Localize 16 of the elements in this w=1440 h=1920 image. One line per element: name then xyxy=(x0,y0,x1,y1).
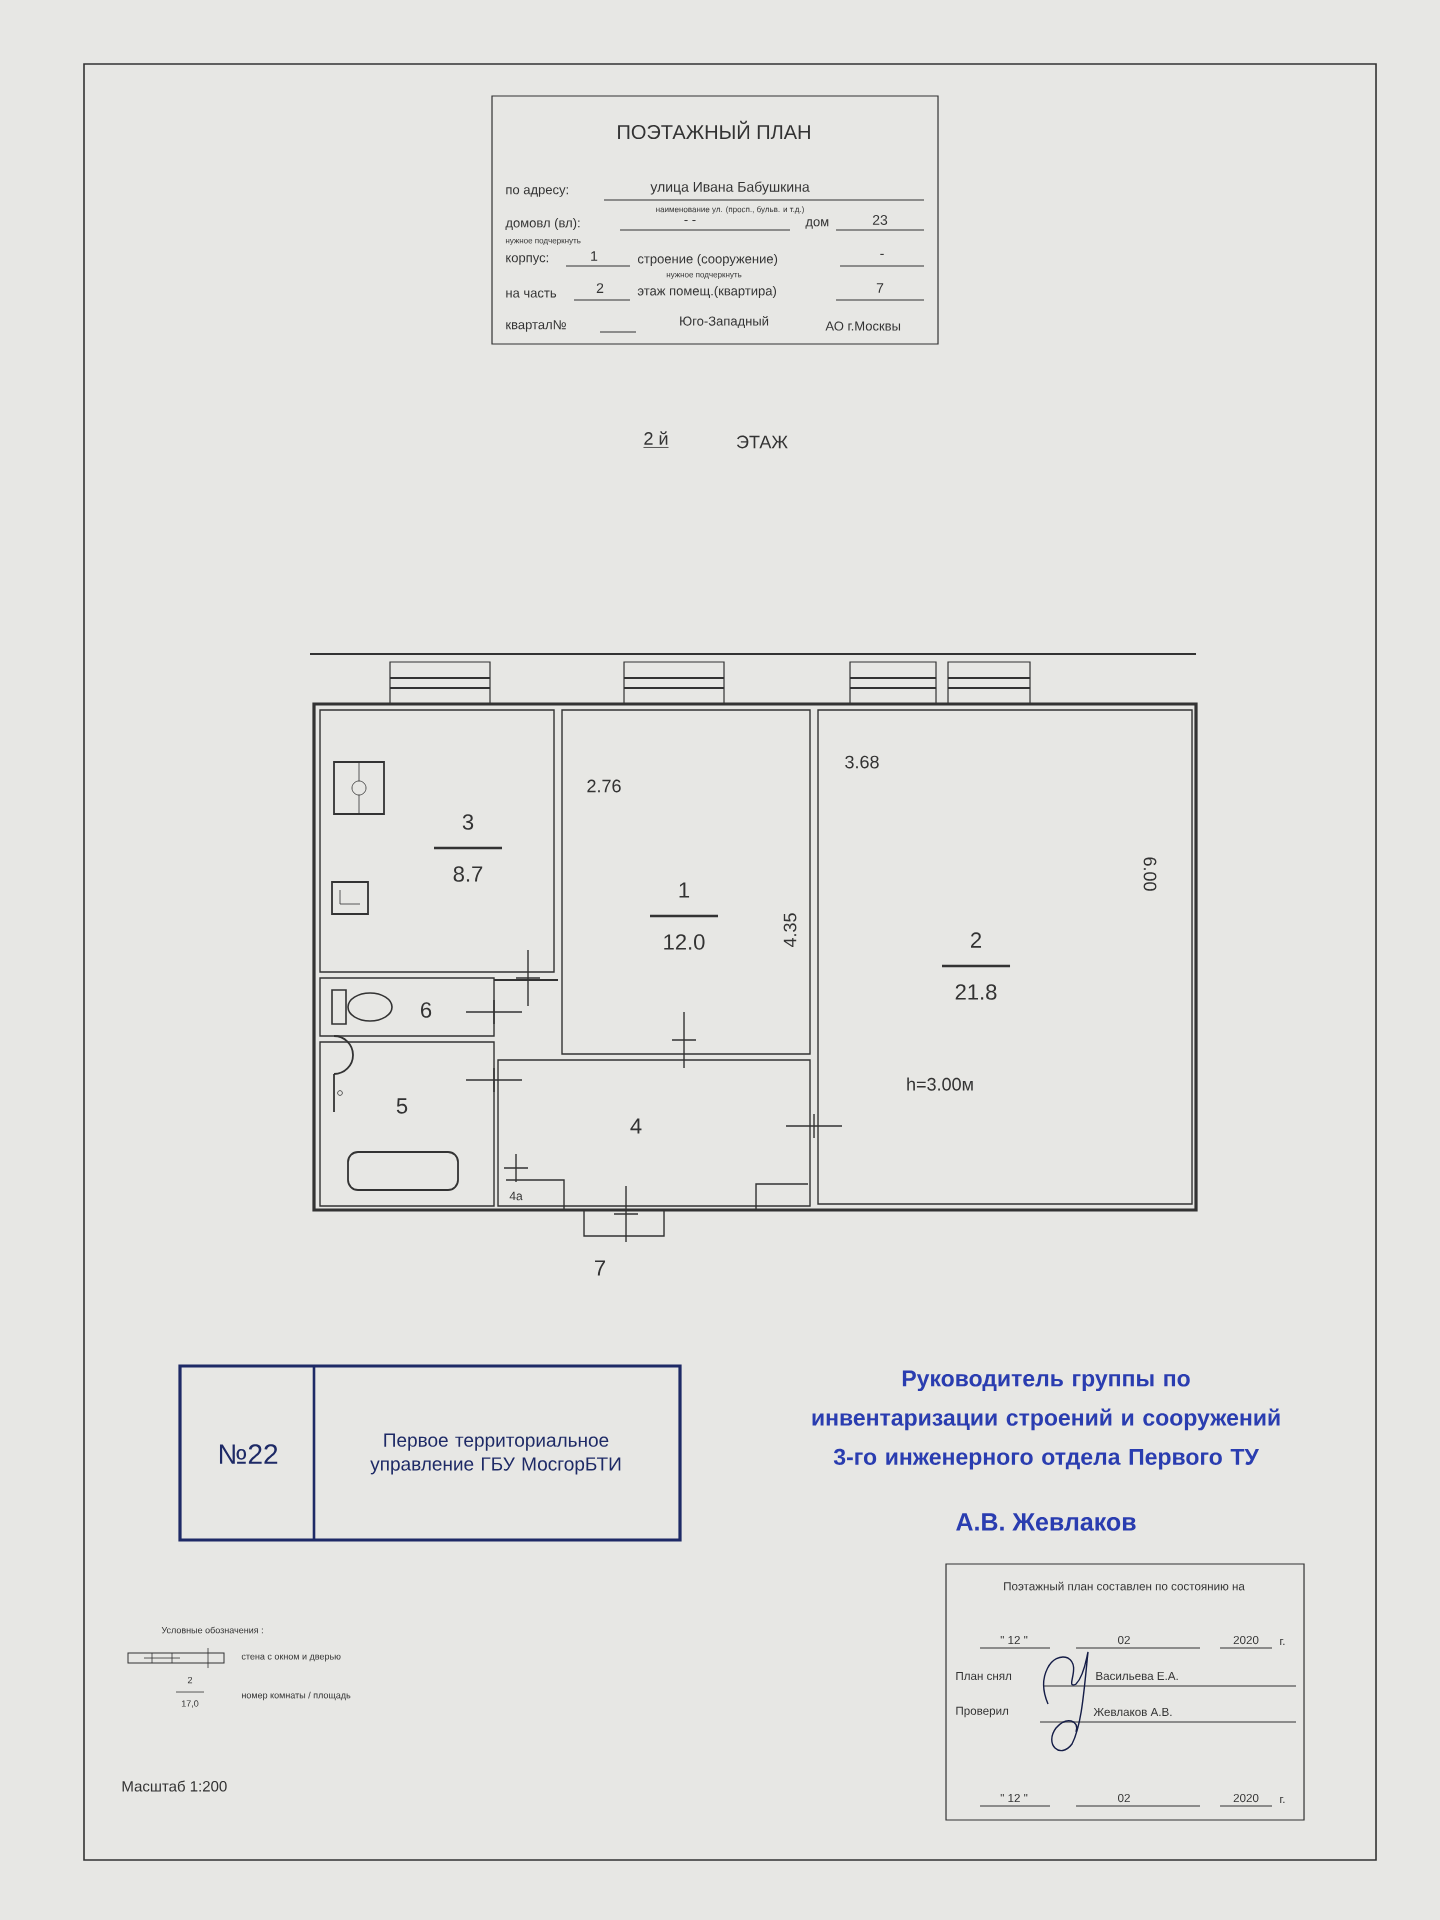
dimension-text: 2.76 xyxy=(587,779,621,793)
room: 6 xyxy=(319,977,495,1037)
dimension-text: 3.68 xyxy=(845,755,879,769)
room: 3 8.7 xyxy=(319,709,555,973)
room-number: 7 xyxy=(595,1260,606,1276)
stamp-number: №22 xyxy=(220,1444,278,1464)
form-heading: ПОЭТАЖНЫЙ ПЛАН xyxy=(618,120,810,140)
stamp-text: Руководитель группы по инвентаризации строений и сооружений 3-го инженерного отдела Первого ТУ xyxy=(812,1370,1280,1470)
dimension-text: 6.00 xyxy=(1143,857,1157,891)
room: 5 xyxy=(319,1041,495,1207)
stamp-text: А.В. Жевлаков xyxy=(956,1513,1136,1531)
ceiling-height-text: h=3.00м xyxy=(907,1077,973,1091)
floor-label: 2 й xyxy=(643,431,669,448)
floor-label: ЭТАЖ xyxy=(736,435,788,449)
dimension-text: 4.35 xyxy=(783,913,797,948)
stamp-text: Первое территориальное управление ГБУ МосгорБТИ xyxy=(370,1433,621,1475)
